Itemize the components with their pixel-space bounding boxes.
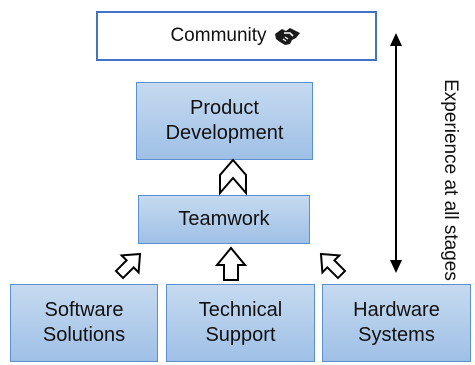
teamwork-label: Teamwork (178, 208, 270, 230)
double-headed-arrow (390, 33, 402, 273)
arrow-up-icon (214, 246, 248, 281)
arrow-up-right-icon (114, 252, 142, 280)
product-development-line2: Development (165, 122, 284, 144)
experience-label: Experience at all stages (440, 79, 461, 281)
teamwork-box: Teamwork (138, 195, 310, 244)
product-development-box: Product Development (136, 82, 313, 160)
product-development-line1: Product (190, 97, 259, 119)
community-box: Community (96, 11, 377, 61)
software-solutions-line1: Software (44, 299, 124, 321)
software-solutions-box: Software Solutions (10, 284, 158, 362)
arrow-up-left-icon (319, 252, 347, 280)
handshake-icon (274, 28, 300, 45)
hardware-systems-line1: Hardware (353, 299, 440, 321)
chevron-up-icon (219, 158, 247, 196)
technical-support-box: Technical Support (166, 284, 315, 362)
technical-support-line1: Technical (198, 299, 283, 321)
hardware-systems-line2: Systems (358, 324, 435, 346)
software-solutions-line2: Solutions (42, 324, 126, 346)
technical-support-line2: Support (205, 324, 276, 346)
community-label: Community (170, 25, 267, 47)
hardware-systems-box: Hardware Systems (322, 284, 471, 362)
